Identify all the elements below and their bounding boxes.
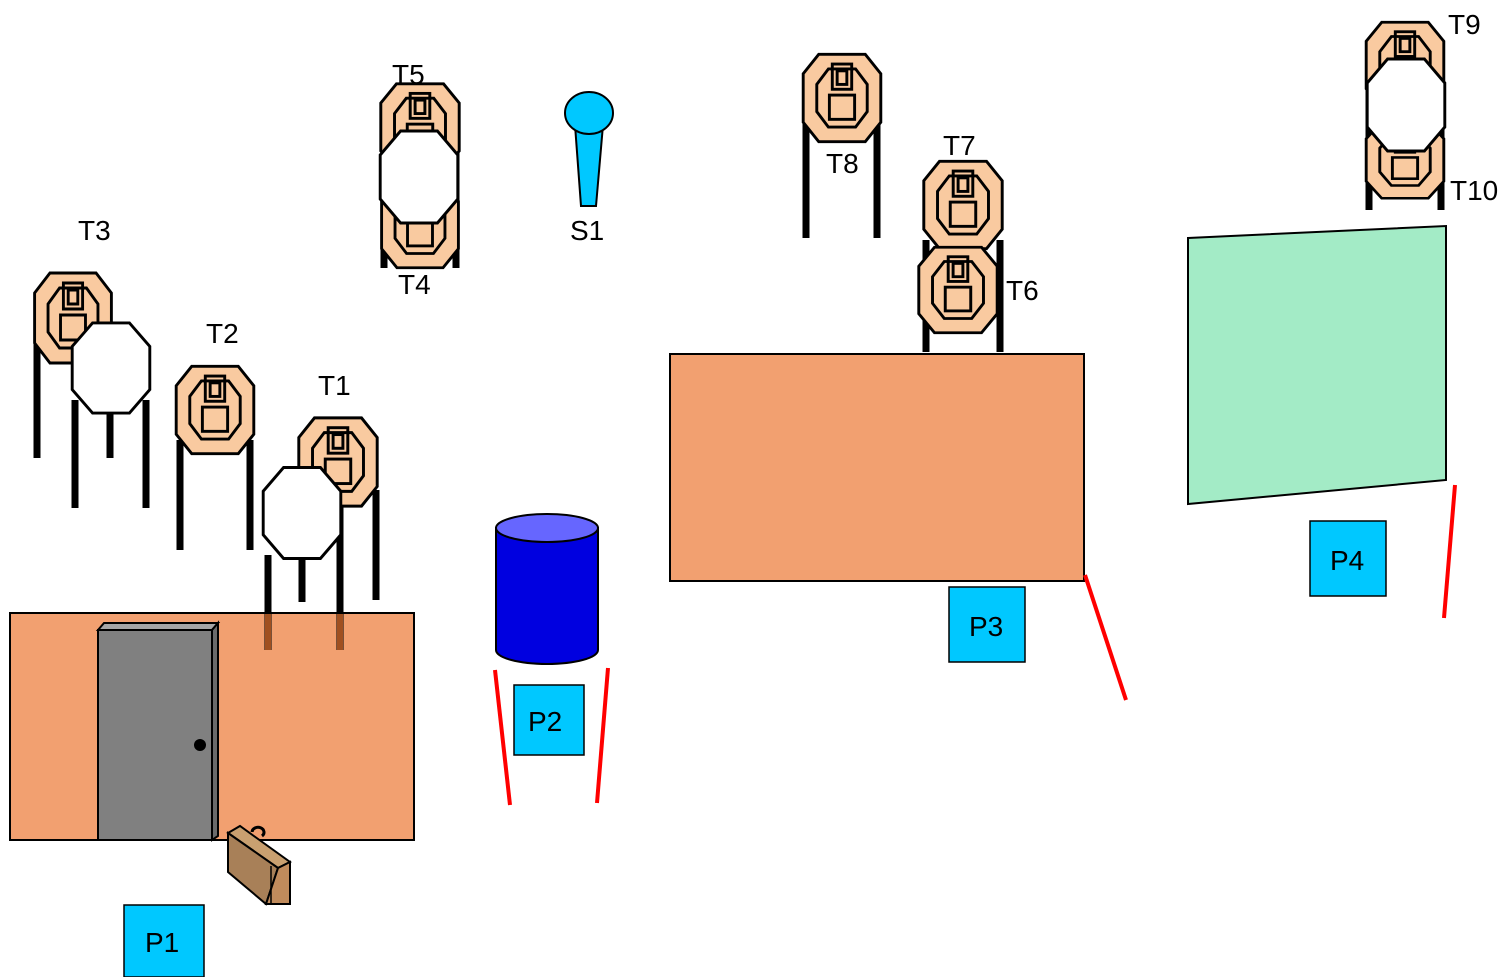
target-t8 [801, 52, 883, 238]
target-label-t7: T7 [943, 130, 976, 161]
barrel-icon [495, 513, 599, 665]
target-t4-t5-group [378, 82, 461, 270]
target-label-t4: T4 [398, 269, 431, 300]
position-label-p1: P1 [145, 927, 179, 958]
target-label-t1: T1 [318, 370, 351, 401]
position-box-p4 [1309, 520, 1387, 597]
target-label-t2: T2 [206, 318, 239, 349]
position-label-p4: P4 [1330, 545, 1364, 576]
position-label-p2: P2 [528, 706, 562, 737]
start-marker-s1 [564, 91, 614, 207]
fault-line-p4 [1442, 484, 1457, 619]
target-t2 [174, 364, 256, 550]
target-t6-t7-group [917, 159, 1004, 352]
briefcase-icon [226, 824, 292, 906]
target-label-t9: T9 [1448, 9, 1481, 40]
fault-line-p2-right [595, 667, 610, 804]
target-t9-t10-group [1364, 20, 1447, 210]
target-label-t3: T3 [78, 215, 111, 246]
wall-p3 [669, 353, 1085, 582]
fault-line-p2-left [493, 669, 512, 806]
target-label-t10: T10 [1450, 175, 1498, 206]
target-label-t8: T8 [826, 148, 859, 179]
position-box-p2 [513, 684, 585, 756]
position-box-p1 [123, 904, 205, 977]
position-box-p3 [948, 586, 1026, 663]
target-label-t6: T6 [1006, 275, 1039, 306]
door-icon [95, 620, 221, 842]
target-t3-group [33, 271, 152, 508]
target-t1-group [261, 416, 380, 650]
wall-p4 [1187, 224, 1447, 506]
fault-line-p3 [1083, 574, 1128, 701]
position-label-p3: P3 [969, 611, 1003, 642]
target-label-t5: T5 [392, 59, 425, 90]
start-label-s1: S1 [570, 215, 604, 246]
